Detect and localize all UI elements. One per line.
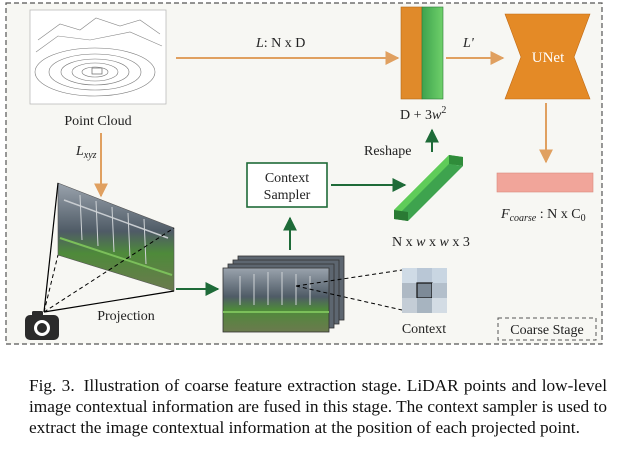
context-sampler-line1: Context [265,171,309,186]
nwxw-w1: w [416,235,426,250]
context-sampler-box [246,162,328,208]
context-patch [402,268,447,313]
lxyz-label: Lxyz [75,144,97,161]
nwxw-w2: w [439,235,449,250]
reshape-label: Reshape [364,144,411,159]
d-plus-exp: 2 [441,105,446,116]
figure-caption: Fig. 3.Illustration of coarse feature ex… [29,375,607,438]
f-coarse-sub: coarse [510,213,537,224]
f-coarse-bar [496,172,594,193]
f-coarse-rest: : N x C [536,207,580,222]
l-nxd-label: L: N x D [255,36,305,51]
l-nxd-suffix: : N x D [264,36,306,51]
context-sampler-line2: Sampler [264,188,311,203]
f-coarse-label: Fcoarse : N x C0 [500,207,586,224]
camera-frustum [43,182,175,313]
zoom-line-top [295,269,403,287]
caption-text: Illustration of coarse feature extractio… [29,376,608,437]
coarse-stage-box [497,317,597,341]
d-plus-label: D + 3w2 [400,105,446,123]
lxyz-sub: xyz [83,150,97,161]
l-nxd-prefix: L [255,36,264,51]
lxyz-main: L [75,144,84,159]
unet-label: UNet [532,50,565,66]
nwxw-a: N x [392,235,416,250]
d-plus-prefix: D + 3 [400,108,432,123]
nwxw-b: x [425,235,439,250]
nwxw-label: N x w x w x 3 [392,235,470,250]
point-cloud-label: Point Cloud [64,114,131,129]
l-prime-label: L' [462,36,475,51]
unet-block [504,13,591,100]
f-coarse-c-sub: 0 [581,213,586,224]
f-coarse-main: F [500,207,510,222]
coarse-stage-label: Coarse Stage [510,323,583,338]
coarse-stage-diagram: Point Cloud L: N x D D + 3w2 L' UNet Fco… [5,2,603,345]
image-stack [222,255,345,333]
green-feature-block [394,155,463,221]
context-label: Context [402,322,446,337]
point-cloud-image [29,9,167,105]
nwxw-c: x 3 [449,235,470,250]
d-plus-w: w [432,108,442,123]
projected-image [57,182,175,292]
feature-bar-green [421,6,444,100]
caption-label: Fig. 3. [29,376,75,395]
projection-label: Projection [97,309,155,324]
camera-icon [25,311,59,340]
feature-bar-orange [400,6,423,100]
